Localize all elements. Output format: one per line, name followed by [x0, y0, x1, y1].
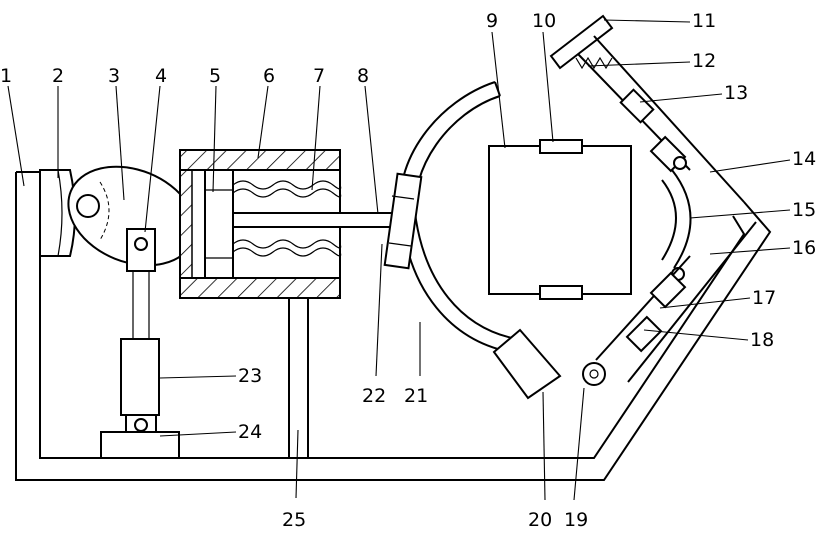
clamp-block: [385, 174, 422, 268]
label-16: 16: [792, 237, 816, 259]
label-22: 22: [362, 385, 386, 407]
label-18: 18: [750, 329, 774, 351]
label-13: 13: [724, 82, 748, 104]
label-25: 25: [282, 509, 306, 531]
label-5: 5: [209, 65, 221, 87]
support-post: [289, 298, 308, 458]
workpiece-box: [489, 140, 631, 299]
label-10: 10: [532, 10, 556, 32]
label-21: 21: [404, 385, 428, 407]
label-19: 19: [564, 509, 588, 531]
label-1: 1: [0, 65, 12, 87]
label-2: 2: [52, 65, 64, 87]
label-3: 3: [108, 65, 120, 87]
label-4: 4: [155, 65, 167, 87]
label-14: 14: [792, 148, 816, 170]
nozzle: [494, 330, 560, 398]
piston-rod: [233, 213, 405, 227]
label-12: 12: [692, 50, 716, 72]
label-24: 24: [238, 421, 262, 443]
label-20: 20: [528, 509, 552, 531]
label-23: 23: [238, 365, 262, 387]
label-15: 15: [792, 199, 816, 221]
piston: [205, 170, 233, 278]
label-8: 8: [357, 65, 369, 87]
label-9: 9: [486, 10, 498, 32]
label-11: 11: [692, 10, 716, 32]
label-17: 17: [752, 287, 776, 309]
label-7: 7: [313, 65, 325, 87]
top-slide-plate: [551, 16, 612, 68]
spring-12: [576, 58, 612, 68]
label-6: 6: [263, 65, 275, 87]
